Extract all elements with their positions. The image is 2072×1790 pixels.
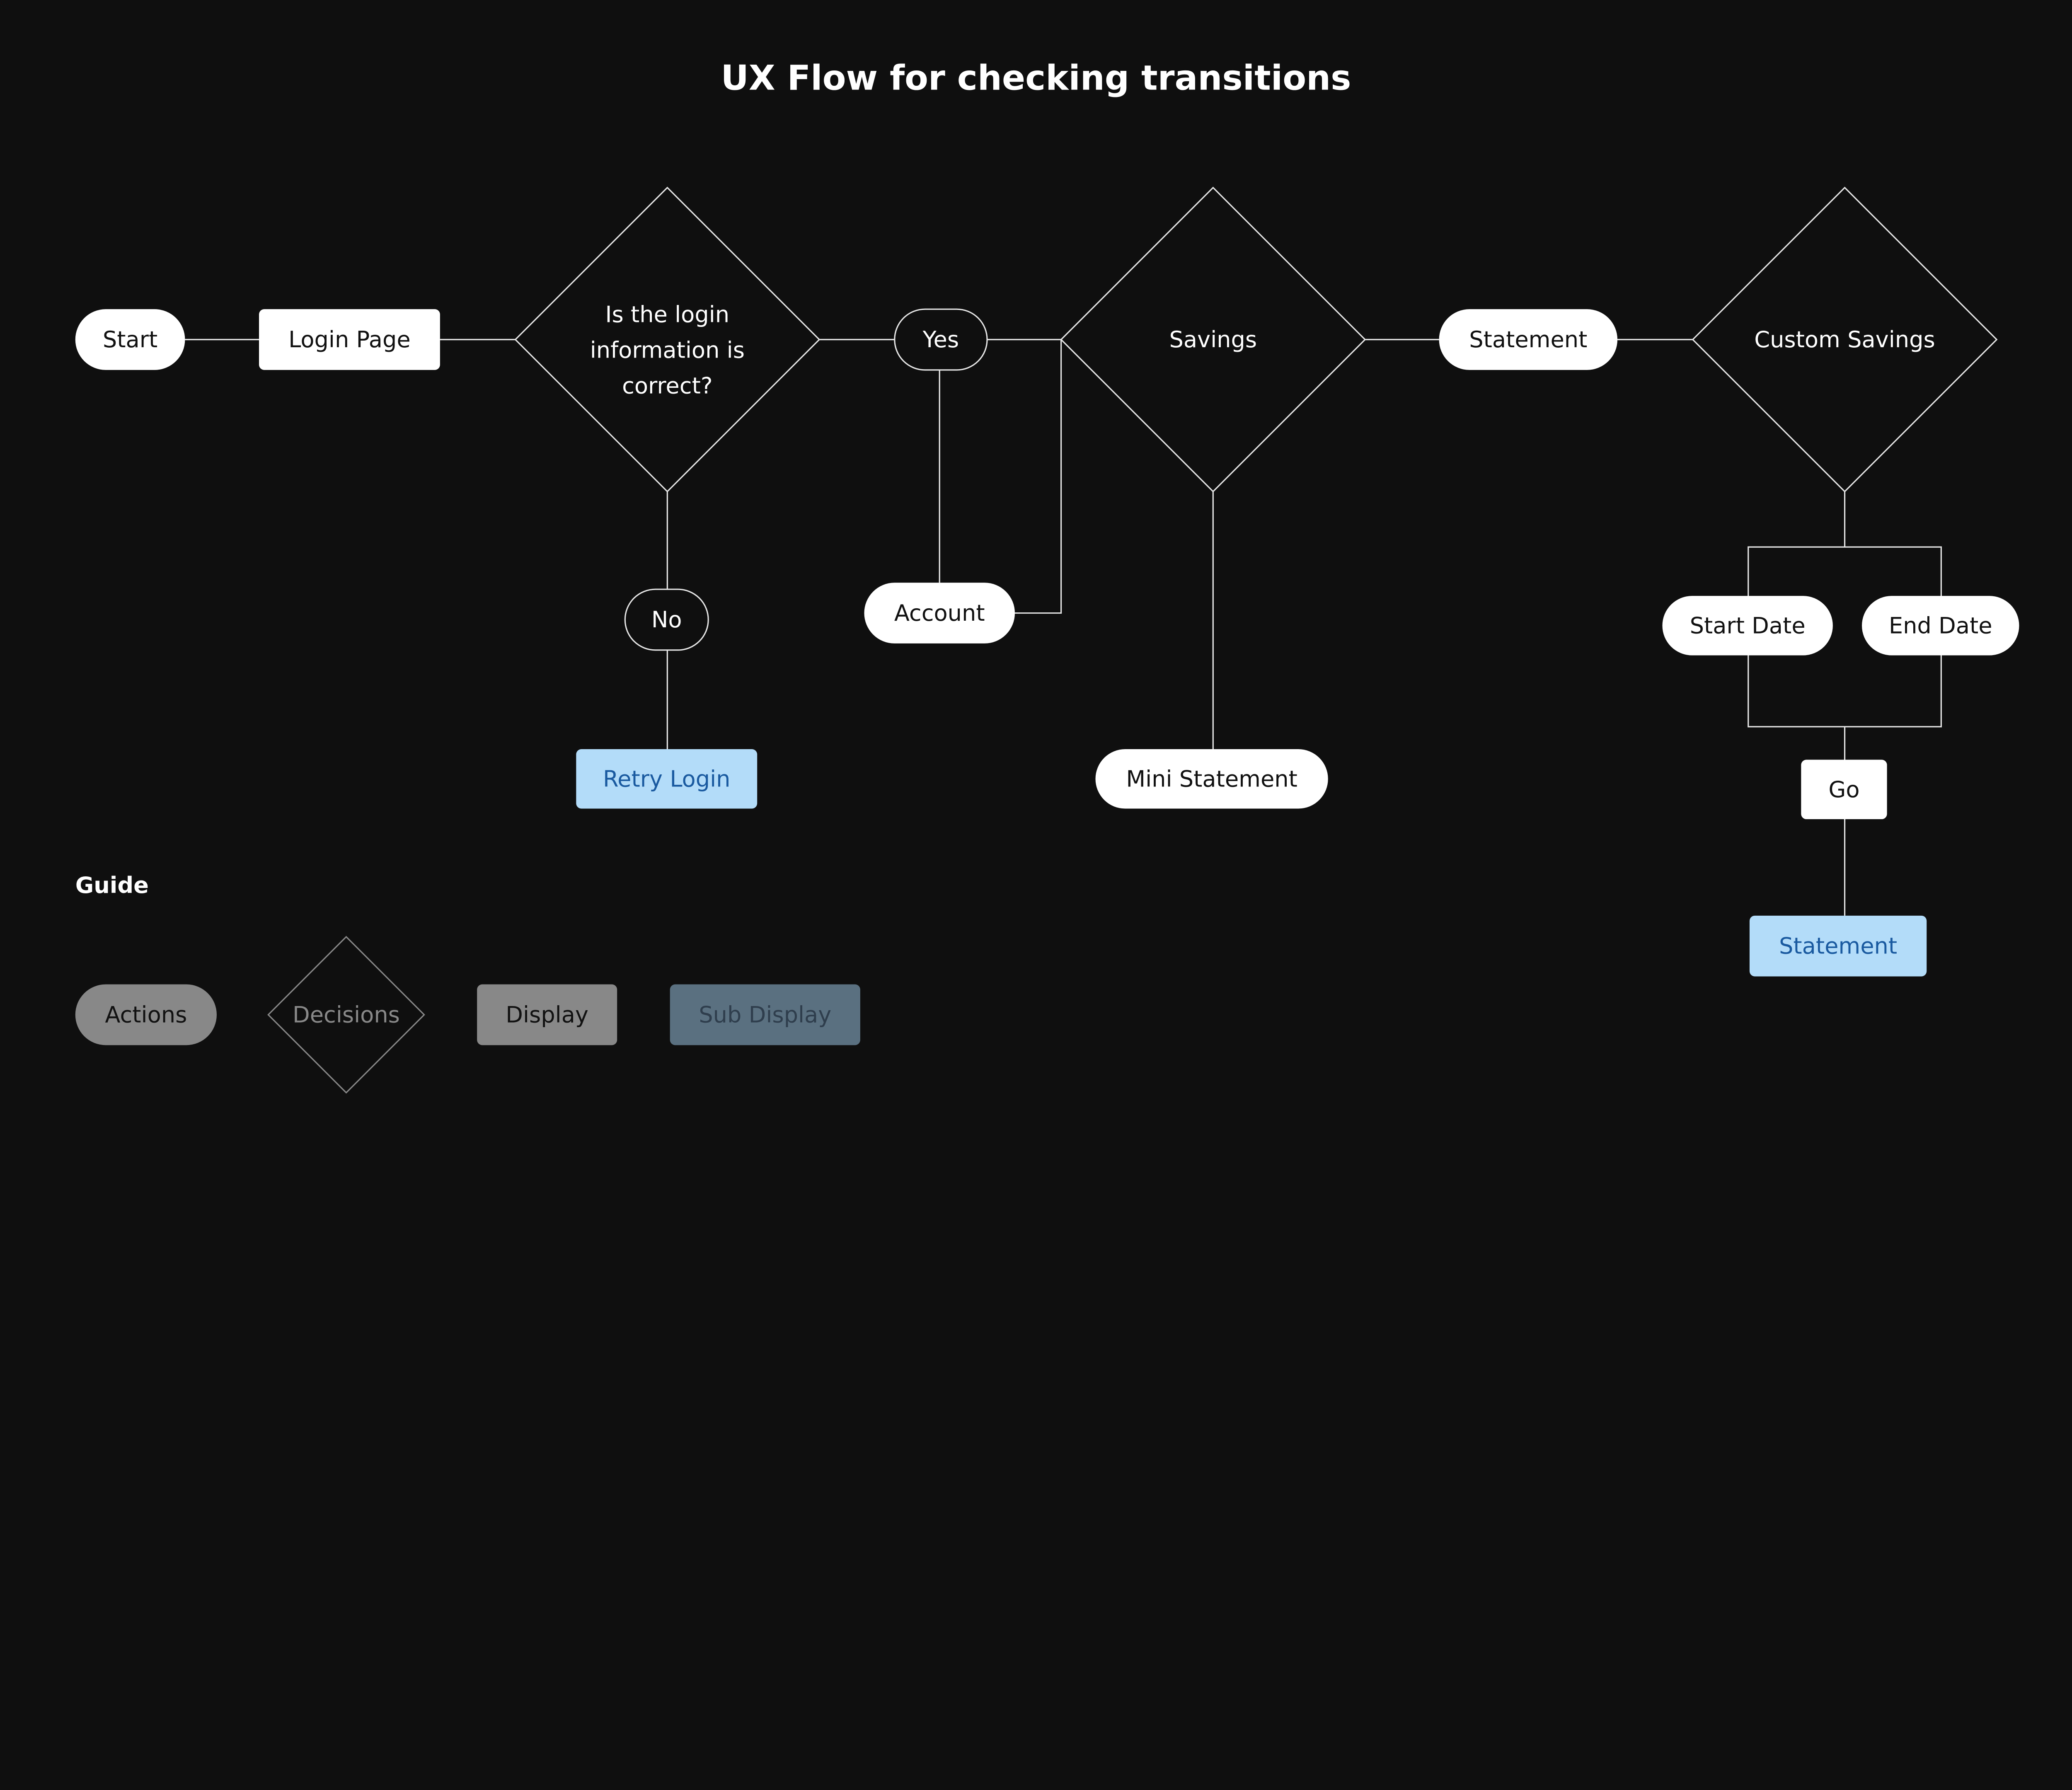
node-yes[interactable]: Yes [894, 308, 988, 371]
node-end-date[interactable]: End Date [1861, 596, 2019, 656]
guide-display: Display [477, 984, 617, 1045]
guide-legend: Guide Actions Decisions Display Sub Disp… [75, 872, 860, 1094]
node-label: End Date [1889, 612, 1992, 639]
node-label: Statement [1779, 933, 1897, 959]
node-statement[interactable]: Statement [1439, 309, 1618, 370]
node-label: Retry Login [603, 766, 731, 792]
node-go[interactable]: Go [1801, 760, 1887, 820]
decision-label: Savings [1169, 327, 1257, 353]
decision-label-line: correct? [622, 373, 713, 399]
node-label: Go [1828, 776, 1859, 803]
node-label: Login Page [288, 327, 411, 353]
decision-savings[interactable]: Savings [1060, 186, 1366, 493]
node-login-page[interactable]: Login Page [259, 309, 440, 370]
decision-custom-savings[interactable]: Custom Savings [1692, 186, 1998, 493]
connector-account-savings [1014, 339, 1062, 614]
guide-decisions: Decisions [267, 936, 425, 1094]
guide-sub-display: Sub Display [670, 984, 860, 1045]
node-label: Start Date [1690, 612, 1806, 639]
guide-title: Guide [75, 872, 149, 898]
guide-actions: Actions [75, 984, 217, 1045]
node-no[interactable]: No [624, 588, 709, 651]
node-mini-statement[interactable]: Mini Statement [1095, 749, 1328, 809]
node-label: No [651, 607, 682, 633]
node-label: Account [894, 600, 985, 626]
guide-label: Display [506, 1001, 588, 1028]
decision-label: Custom Savings [1754, 327, 1935, 353]
node-retry-login[interactable]: Retry Login [576, 749, 758, 809]
node-account[interactable]: Account [864, 583, 1015, 643]
node-label: Start [103, 327, 157, 353]
node-statement-result[interactable]: Statement [1749, 915, 1927, 977]
guide-label: Decisions [293, 1001, 400, 1028]
diagram-title: UX Flow for checking transitions [721, 58, 1351, 98]
node-label: Statement [1469, 327, 1587, 353]
node-start[interactable]: Start [75, 309, 185, 370]
guide-label: Sub Display [699, 1001, 831, 1028]
background [0, 0, 2072, 1166]
ux-flow-diagram: UX Flow for checking transitions Start L… [0, 0, 2072, 1166]
node-label: Yes [922, 327, 959, 353]
node-label: Mini Statement [1126, 766, 1297, 792]
decision-label-line: information is [590, 337, 745, 363]
node-start-date[interactable]: Start Date [1662, 596, 1833, 656]
decision-login-correct[interactable]: Is the login information is correct? [514, 186, 821, 493]
guide-label: Actions [105, 1001, 187, 1028]
decision-label-line: Is the login [605, 301, 730, 327]
